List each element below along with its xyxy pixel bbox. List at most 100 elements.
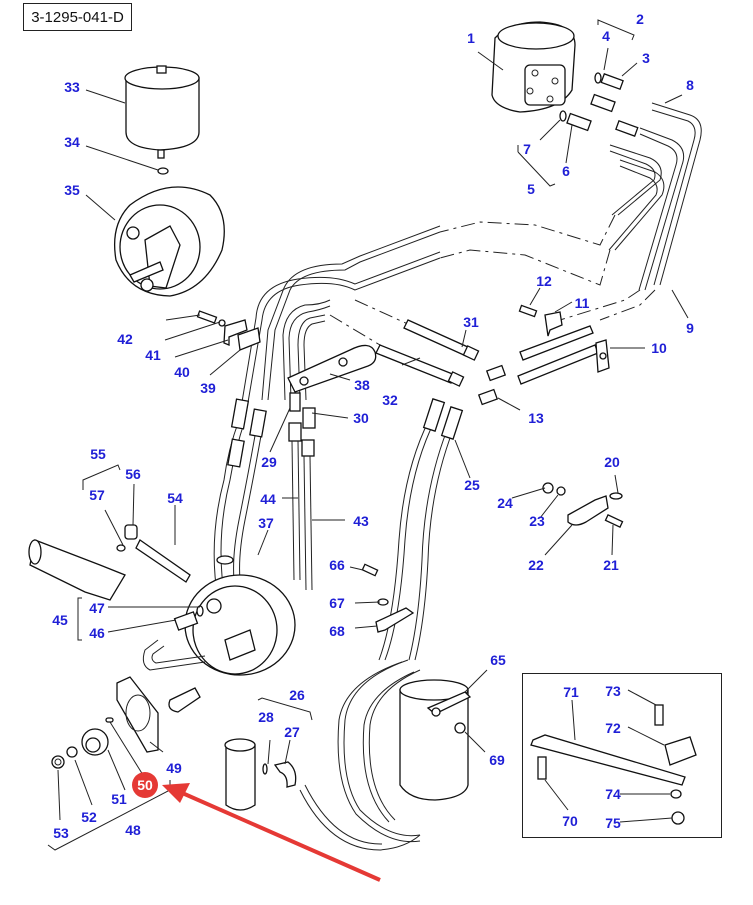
label-part-55[interactable]: 55: [90, 446, 106, 462]
part-1-steering-unit[interactable]: [491, 21, 576, 113]
part-11-clip[interactable]: [544, 311, 563, 337]
label-part-26[interactable]: 26: [289, 687, 305, 703]
label-part-2[interactable]: 2: [636, 11, 644, 27]
part-53-nut[interactable]: [51, 755, 65, 769]
part-72-clamp[interactable]: [664, 736, 697, 766]
label-part-45[interactable]: 45: [52, 612, 68, 628]
label-part-4[interactable]: 4: [602, 28, 610, 44]
label-part-68[interactable]: 68: [329, 623, 345, 639]
part-8-pipe-bundle[interactable]: [608, 102, 702, 291]
label-part-31[interactable]: 31: [463, 314, 479, 330]
part-37-pump[interactable]: [184, 555, 296, 676]
label-part-57[interactable]: 57: [89, 487, 105, 503]
part-71-bar[interactable]: [530, 734, 686, 786]
part-13-connectors[interactable]: [477, 364, 507, 406]
part-44-pipe[interactable]: [288, 392, 302, 581]
label-part-28[interactable]: 28: [258, 709, 274, 725]
label-part-35[interactable]: 35: [64, 182, 80, 198]
part-66-bolt[interactable]: [361, 563, 379, 577]
part-42-bolt[interactable]: [196, 310, 218, 324]
label-part-44[interactable]: 44: [260, 491, 276, 507]
label-part-6[interactable]: 6: [562, 163, 570, 179]
part-21-bolt[interactable]: [604, 514, 624, 528]
part-50-key[interactable]: [105, 717, 114, 723]
label-part-47[interactable]: 47: [89, 600, 105, 616]
part-10-plate[interactable]: [595, 339, 610, 373]
label-part-39[interactable]: 39: [200, 380, 216, 396]
part-45-filter[interactable]: [28, 539, 126, 601]
label-part-13[interactable]: 13: [528, 410, 544, 426]
label-part-70[interactable]: 70: [562, 813, 578, 829]
part-51-gear[interactable]: [81, 728, 109, 756]
part-41-washer[interactable]: [218, 319, 226, 327]
label-part-3[interactable]: 3: [642, 50, 650, 66]
part-32-pipe[interactable]: [375, 344, 465, 387]
label-part-43[interactable]: 43: [353, 513, 369, 529]
part-49-gasket[interactable]: [116, 676, 159, 753]
label-part-30[interactable]: 30: [353, 410, 369, 426]
part-74-washer[interactable]: [670, 789, 682, 799]
label-part-51[interactable]: 51: [111, 791, 127, 807]
label-part-46[interactable]: 46: [89, 625, 105, 641]
label-part-52[interactable]: 52: [81, 809, 97, 825]
label-part-10[interactable]: 10: [651, 340, 667, 356]
label-part-27[interactable]: 27: [284, 724, 300, 740]
label-part-40[interactable]: 40: [174, 364, 190, 380]
label-part-34[interactable]: 34: [64, 134, 80, 150]
part-38-bracket[interactable]: [287, 344, 377, 393]
label-part-32[interactable]: 32: [382, 392, 398, 408]
part-28-o-ring[interactable]: [262, 763, 268, 775]
part-27-elbow[interactable]: [273, 761, 297, 788]
part-69-filter-canister[interactable]: [399, 679, 469, 801]
part-12-bolt[interactable]: [518, 304, 538, 318]
part-54-hose[interactable]: [135, 539, 191, 583]
part-46-fitting[interactable]: [173, 611, 199, 631]
label-part-8[interactable]: 8: [686, 77, 694, 93]
label-part-71[interactable]: 71: [563, 684, 579, 700]
part-52-washer[interactable]: [66, 746, 78, 758]
label-part-1[interactable]: 1: [467, 30, 475, 46]
label-part-50-highlighted[interactable]: 50: [132, 772, 158, 798]
label-part-37[interactable]: 37: [258, 515, 274, 531]
label-part-49[interactable]: 49: [166, 760, 182, 776]
label-part-69[interactable]: 69: [489, 752, 505, 768]
part-24-nut[interactable]: [542, 482, 554, 494]
label-part-20[interactable]: 20: [604, 454, 620, 470]
label-part-21[interactable]: 21: [603, 557, 619, 573]
label-part-42[interactable]: 42: [117, 331, 133, 347]
label-part-41[interactable]: 41: [145, 347, 161, 363]
part-40-clip[interactable]: [223, 319, 248, 346]
label-part-24[interactable]: 24: [497, 495, 513, 511]
part-25-hoses[interactable]: [378, 398, 464, 661]
label-part-54[interactable]: 54: [167, 490, 183, 506]
part-4-seal[interactable]: [594, 72, 602, 84]
label-part-66[interactable]: 66: [329, 557, 345, 573]
label-part-48[interactable]: 48: [125, 822, 141, 838]
part-3-fitting[interactable]: [600, 73, 624, 91]
part-39-plate[interactable]: [237, 327, 261, 351]
label-part-11[interactable]: 11: [574, 295, 590, 311]
label-part-56[interactable]: 56: [125, 466, 141, 482]
part-73-bolt[interactable]: [654, 704, 664, 726]
part-56-fitting[interactable]: [124, 524, 138, 540]
label-part-33[interactable]: 33: [64, 79, 80, 95]
part-23-washer[interactable]: [556, 486, 566, 496]
label-part-67[interactable]: 67: [329, 595, 345, 611]
label-part-29[interactable]: 29: [261, 454, 277, 470]
part-22-clamp[interactable]: [567, 495, 609, 526]
label-part-23[interactable]: 23: [529, 513, 545, 529]
label-part-38[interactable]: 38: [354, 377, 370, 393]
part-57-seal[interactable]: [116, 544, 126, 552]
part-33-reservoir[interactable]: [124, 65, 200, 159]
part-47-seal[interactable]: [196, 605, 204, 617]
part-43-pipe[interactable]: [301, 407, 316, 591]
part-65-tap[interactable]: [426, 691, 472, 717]
label-part-65[interactable]: 65: [490, 652, 506, 668]
label-part-12[interactable]: 12: [536, 273, 552, 289]
label-part-22[interactable]: 22: [528, 557, 544, 573]
label-part-73[interactable]: 73: [605, 683, 621, 699]
part-20-washer[interactable]: [609, 492, 623, 500]
part-6-fitting[interactable]: [566, 112, 592, 132]
label-part-72[interactable]: 72: [605, 720, 621, 736]
part-68-clip[interactable]: [375, 607, 415, 633]
